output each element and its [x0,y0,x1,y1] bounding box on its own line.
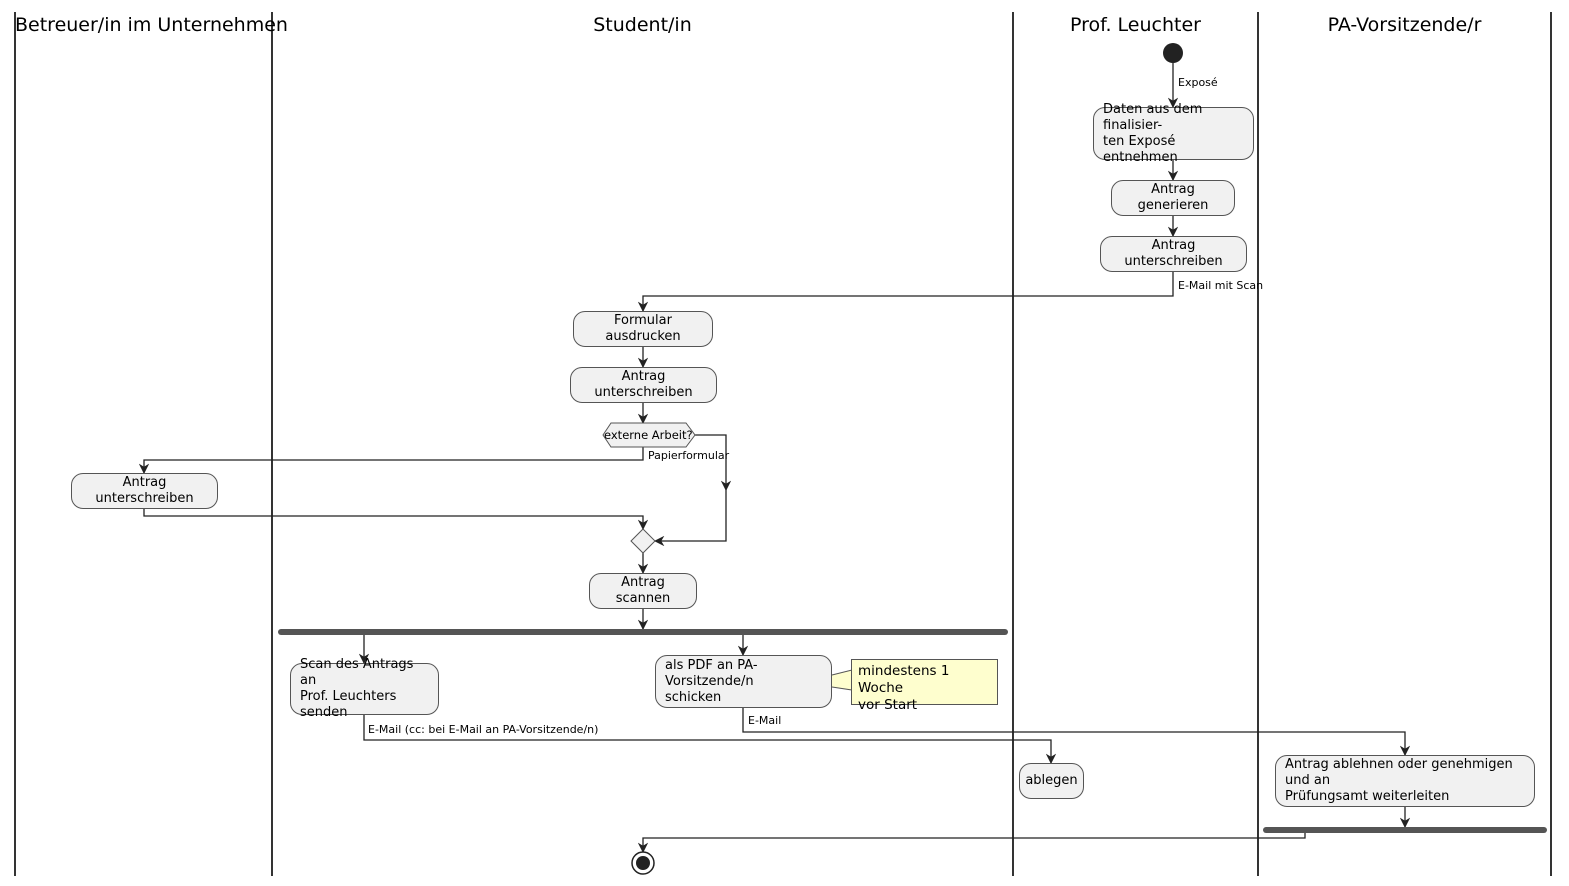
activity-formular-ausdrucken: Formular ausdrucken [573,311,713,347]
lane-title-student: Student/in [593,14,692,36]
edge-email [742,708,1411,757]
edge-betreuer-merge [143,509,649,531]
edge-label-email-cc: E-Mail (cc: bei E-Mail an PA-Vorsitzende… [368,723,599,736]
edge-email-cc [363,715,1057,765]
lane-title-prof: Prof. Leuchter [1070,14,1201,36]
activity-pdf-schicken: als PDF an PA-Vorsitzende/n schicken [655,655,832,708]
activity-scan-senden: Scan des Antrags an Prof. Leuchters send… [290,657,439,720]
end-node-inner [636,856,650,870]
edge-decision-else [695,434,732,492]
decision-node [602,422,696,448]
swimlane-separators [14,12,1552,876]
edge-label-expose: Exposé [1178,76,1218,89]
edge-label-email-mit-scan: E-Mail mit Scan [1178,279,1264,292]
edge-papierformular [138,447,644,475]
activity-antrag-unterschreiben-prof: Antrag unterschreiben [1100,236,1247,272]
fork-bar [278,629,1008,635]
activity-antrag-unterschreiben-betreuer: Antrag unterschreiben [71,473,218,509]
edge-label-papierformular: Papierformular [648,449,730,462]
activity-ablegen: ablegen [1019,763,1084,799]
activity-antrag-scannen: Antrag scannen [589,573,697,609]
activity-antrag-generieren: Antrag generieren [1111,180,1235,216]
lane-title-betreuer: Betreuer/in im Unternehmen [15,14,288,36]
decision-label: externe Arbeit? [604,428,693,442]
activity-antrag-unterschreiben-student: Antrag unterschreiben [570,367,717,403]
merge-node [630,528,656,554]
start-node [1163,43,1183,63]
edge-label-email: E-Mail [748,714,782,727]
note-connector [831,669,853,691]
join-bar [1263,827,1547,833]
activity-antrag-genehmigen: Antrag ablehnen oder genehmigen und an P… [1275,755,1535,807]
note-mindestens: mindestens 1 Woche vor Start [851,659,998,713]
activity-daten-entnehmen: Daten aus dem finalisier- ten Exposé ent… [1093,102,1254,165]
edge-email-mit-scan [637,272,1174,313]
lane-title-pa: PA-Vorsitzende/r [1327,14,1482,36]
edge-join-end [637,832,1306,854]
edge-else-merge [653,490,727,547]
